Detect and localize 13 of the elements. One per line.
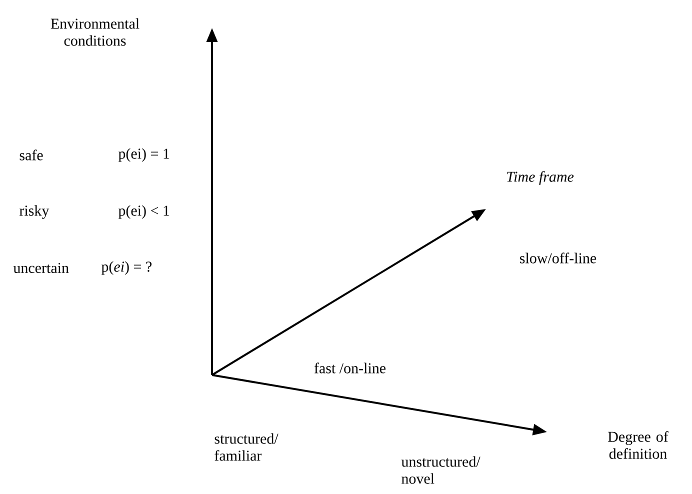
axis-value-label: unstructured/ novel xyxy=(401,456,480,484)
probability-label: p(ei) = ? xyxy=(101,261,152,275)
axis-value-label: fast /on-line xyxy=(314,362,386,374)
axis-value-label: structured/ familiar xyxy=(214,433,278,461)
condition-label: uncertain xyxy=(13,262,69,274)
axis-label: Time frame xyxy=(507,171,574,185)
probability-label: p(ei) = 1 xyxy=(118,148,170,162)
probability-label: p(ei) < 1 xyxy=(118,205,170,219)
axis-value-label: slow/off-line xyxy=(520,252,596,264)
axis-label: Environmental conditions xyxy=(50,18,140,46)
axis-label: Degree of definition xyxy=(608,431,668,459)
condition-label: safe xyxy=(20,150,43,160)
condition-label: risky xyxy=(20,205,50,219)
